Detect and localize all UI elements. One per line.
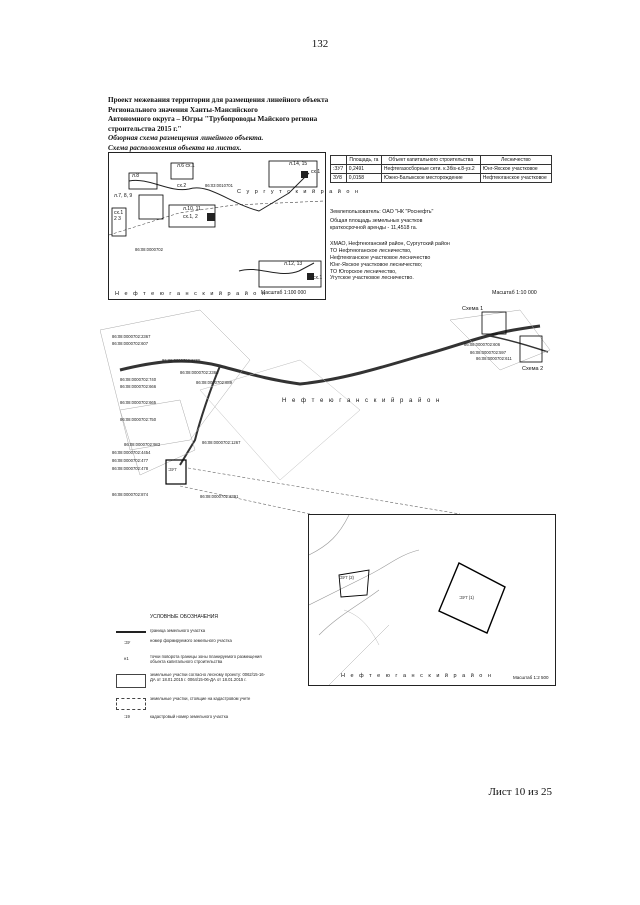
region-label-nefteyugansk: Н е ф т е ю г а н с к и й р а й о н [115,291,267,297]
parcel-label: 86:08:0000702:2365 [162,358,201,363]
parcel-label: 86:08:0000702 [135,247,163,252]
region-label-surgut: С у р г у т с к и й р а й о н [237,189,361,195]
parcel-label: 86:08:0000702:597 [470,350,507,355]
parcel-label: 86:08:0000702:665 [120,400,157,405]
table-cell: ЗУ8 [330,173,347,183]
parcel-label: 86:08:0000702:478 [112,466,149,471]
parcel-label: 86:08:0000702:4454 [112,450,151,455]
parcel-label: 86:08:0000702:750 [120,417,157,422]
sheet-label: л.12, 13 [284,261,303,267]
parcel-label: 86:08:0000702:2366 [180,370,219,375]
parcel-label: 86:08:0000702:740 [120,377,157,382]
table-row: :ЗУ7 0,2491 Нефтегазосборные сети. к.3бi… [330,164,552,174]
sheet-label: сх.2 [177,183,187,189]
parcel-label: 86:08:0000702:889 [196,380,233,385]
subtitle-overview: Обзорная схема размещения линейного объе… [108,134,264,142]
subtitle-sheets: Схема расположения объекта на листах. [108,143,242,152]
info-scale: Масштаб 1:10 000 [492,290,537,296]
parcel-label: 86:08:0000702:874 [112,492,149,497]
sheet-label: сх.1 [311,169,321,175]
parcel-label: 86:08:0000702:983 [124,442,161,447]
table-header: Площадь, га [345,155,382,165]
document-title: Проект межевания территории для размещен… [108,96,388,153]
legend-item: земельные участки, стоящие на кадастрово… [150,696,251,701]
legend-title: УСЛОВНЫЕ ОБОЗНАЧЕНИЯ [150,614,218,620]
legend-item: кадастровый номер земельного участка [150,714,229,719]
sheet-label: л.14, 15 [289,161,308,167]
attribute-table-wrap: Площадь, га Объект капитального строител… [330,155,552,203]
table-cell: 0,2491 [345,164,382,174]
forest-parcel-symbol [116,674,146,688]
legend-item: земельные участки согласно лесному проек… [150,672,266,682]
info-address: Нефтеюганское участковое лесничество [330,254,431,261]
legend-item: номер формируемого земельного участка [150,638,232,643]
info-area: краткосрочной аренды - 11,4518 га. [330,224,418,231]
sheet-label: сх.1 2 3 [114,210,124,222]
overview-map-drawing [109,160,325,288]
attribute-table: Площадь, га Объект капитального строител… [330,155,552,183]
info-address: Угутское участковое лесничество. [330,275,414,282]
info-address: ТО Нефтеюганское лесничество, [330,248,412,255]
scheme-2-label: Схема 2 [522,366,544,372]
parcel-label: 86:08:0000702:2367 [112,334,151,339]
table-cell: :ЗУ7 [330,164,347,174]
cadastral-number-symbol: :19 [124,714,130,719]
sheet-label: л.10, 11 [183,206,201,212]
title-line: Автономного округа – Югры "Трубопроводы … [108,115,318,123]
info-address: ТО Югорское лесничество, [330,268,397,275]
region-label-inset: Н е ф т е ю г а н с к и й р а й о н [341,673,493,679]
table-header-row: Площадь, га Объект капитального строител… [330,155,552,165]
zu-label: :ЗУ7 (1) [459,595,474,600]
parcel-label: 86:08:0000702:1267 [202,440,241,445]
page-number: 132 [311,38,329,50]
inset-map-drawing [309,515,506,685]
parcel-label: 86:03:0010701 [205,183,233,188]
info-address: Юнг-Яхское участковое лесничество; [330,261,423,268]
parcel-label: 86:08:0000702:666 [120,384,157,389]
table-cell: 0,0158 [345,173,382,183]
zu-label-main: :ЗУ7 [168,467,177,472]
parcel-label: 86:08:0000702:607 [112,341,149,346]
point-symbol: н1 [124,656,129,661]
scheme-1-label: Схема 1 [462,306,484,312]
sheet-label: сх.1, 2 [183,214,198,220]
sheet-label: л.7, 8, 9 [114,193,133,199]
info-owner: Землепользователь: ОАО "НК "Роснефть" [330,209,434,215]
sheet-label: л.8 [132,173,140,179]
info-area: Общая площадь земельных участков [330,217,423,224]
table-cell: Нефтеюганское участковое [479,173,552,183]
sheet-label: л.6 сх.1 [177,163,195,169]
region-label-main: Н е ф т е ю г а н с к и й р а й о н [282,398,442,404]
parcel-label: 86:08:0000702:606 [464,342,501,347]
title-line: строительства 2015 г." [108,124,182,133]
table-header [330,155,347,165]
overview-scale: Масштаб 1:100 000 [261,290,307,296]
info-block: Землепользователь: ОАО "НК "Роснефть" Об… [330,209,552,282]
parcel-label: 86:08:0000702:611 [476,356,512,361]
legend-item: точки поворота границы зоны планируемого… [150,654,262,664]
table-cell: Юнг-Яхское участковое [479,164,552,174]
inset-scale: Масштаб 1:2 500 [513,675,549,680]
table-cell: Нефтегазосборные сети. к.3бis-к.8-уз.2 [380,164,481,174]
table-cell: Южно-Балыкское месторождение [380,173,481,183]
title-line: Регионального значения Ханты-Мансийского [108,105,258,114]
overview-map: л.6 сх.1 л.8 сх.2 л.7, 8, 9 сх.1 2 3 л.1… [108,152,358,300]
legend-item: граница земельного участка [150,628,206,633]
info-address: ХМАО, Нефтеюганский район, Сургутский ра… [330,241,450,248]
legend: УСЛОВНЫЕ ОБОЗНАЧЕНИЯ граница земельного … [112,614,282,734]
sheet-label: сх.1 [313,275,323,281]
sheet-number: Лист 10 из 25 [488,786,552,798]
main-map [100,309,551,515]
table-header: Объект капитального строительства [380,155,481,165]
inset-map: :ЗУ7 (2) :ЗУ7 (1) Н е ф т е ю г а н с к … [308,514,556,686]
parcel-label: 86:08:0000702:477 [112,458,149,463]
parcel-label: 86:08:0000702:2391 [200,494,239,499]
boundary-line-symbol [116,631,146,633]
table-row: ЗУ8 0,0158 Южно-Балыкское месторождение … [330,173,552,183]
zu-symbol: :ЗУ [124,640,131,645]
title-line: Проект межевания территории для размещен… [108,96,329,104]
cadastral-parcel-symbol [116,698,146,710]
table-header: Лесничество [479,155,552,165]
zu-label: :ЗУ7 (2) [339,575,354,580]
